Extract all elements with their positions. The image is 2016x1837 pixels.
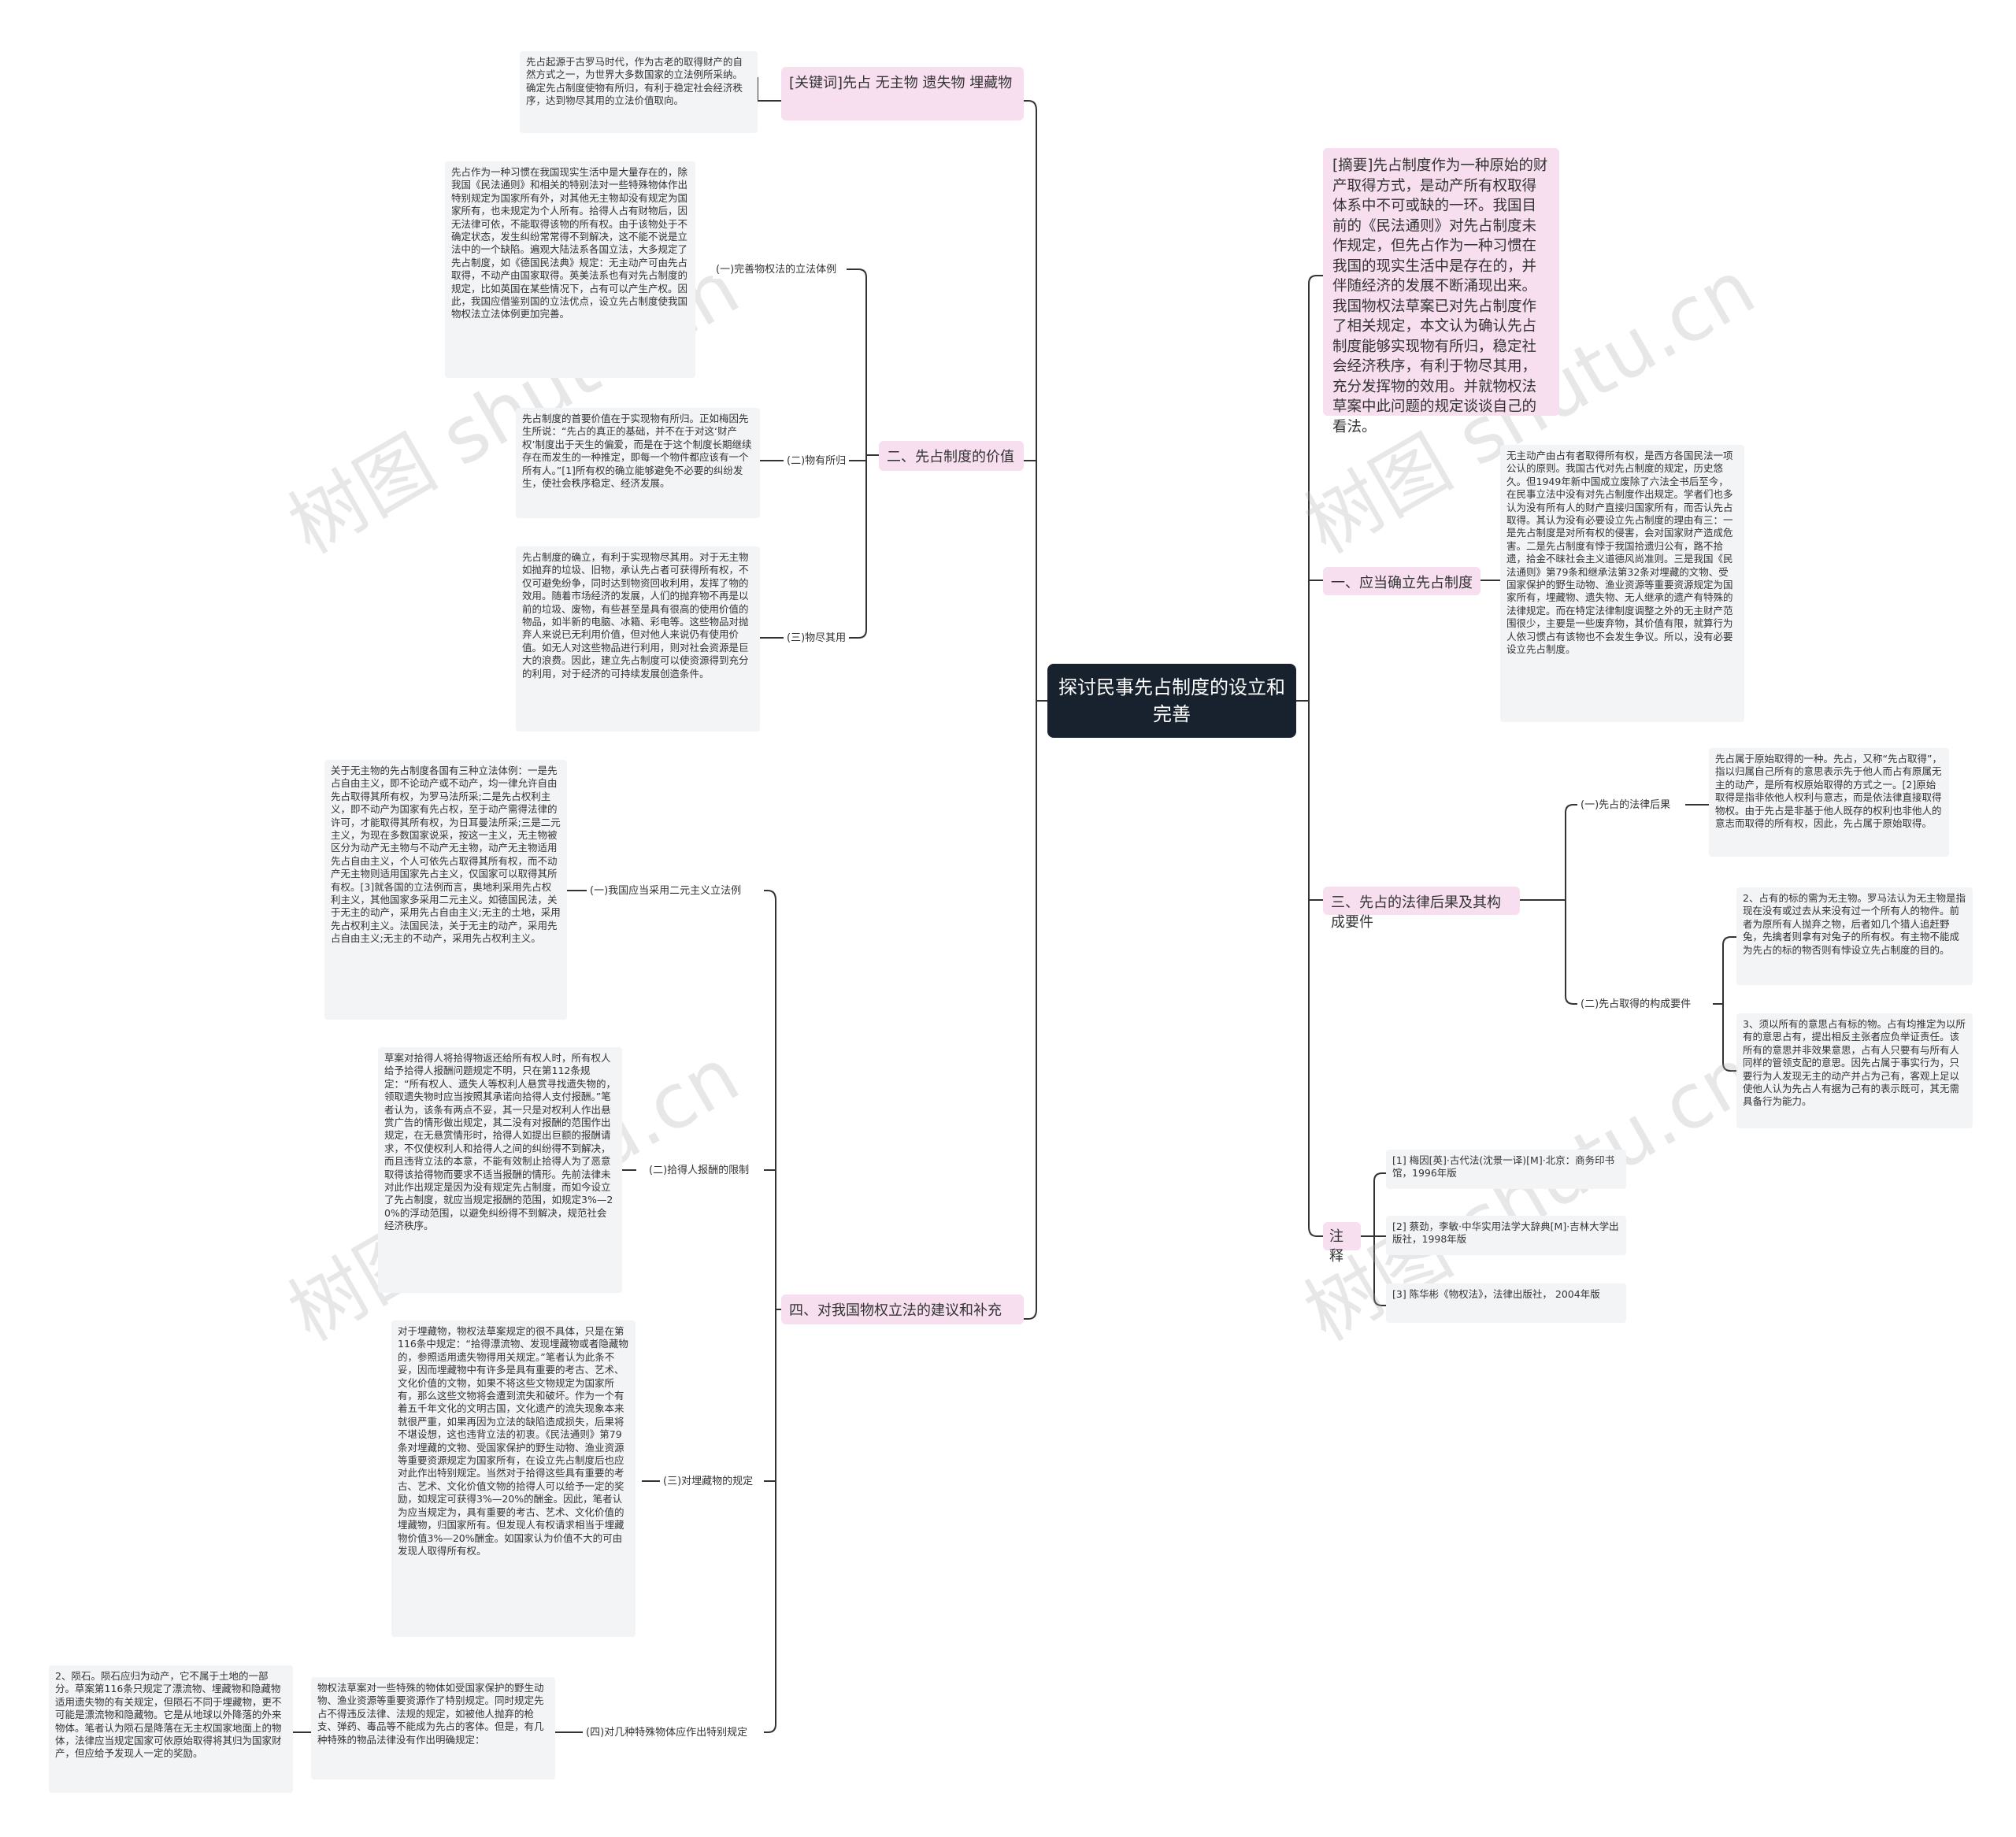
value-sub1-label[interactable]: (一)完善物权法的立法体例 [713,261,840,279]
value-sub3-label[interactable]: (三)物尽其用 [784,630,850,647]
suggest-sub1-label[interactable]: (一)我国应当采用二元主义立法例 [587,883,745,900]
keyword-node[interactable]: [关键词]先占 无主物 遗失物 埋藏物 [781,67,1024,120]
notes-item-1: [1] 梅因[英]·古代法(沈景一译)[M]·北京：商务印书馆，1996年版 [1386,1150,1626,1189]
value-sub3-note: 先占制度的确立，有利于实现物尽其用。对于无主物如抛弃的垃圾、旧物，承认先占者可获… [516,546,760,731]
value-node[interactable]: 二、先占制度的价值 [879,441,1024,471]
suggest-sub4-child-note: 2、陨石。陨石应归为动产，它不属于土地的一部分。草案第116条只规定了漂流物、埋… [49,1665,293,1793]
suggest-sub4-note: 物权法草案对一些特殊的物体如受国家保护的野生动物、渔业资源等重要资源作了特别规定… [311,1677,555,1780]
legal-sub2-label[interactable]: (二)先占取得的构成要件 [1577,996,1695,1013]
suggest-sub4-label[interactable]: (四)对几种特殊物体应作出特别规定 [583,1724,751,1742]
legal-sub2-note2: 3、须以所有的意思占有标的物。占有均推定为以所有的意思占有，提出相反主张者应负举… [1736,1013,1973,1128]
keyword-note: 先占起源于古罗马时代，作为古老的取得财产的自然方式之一，为世界大多数国家的立法例… [520,51,758,133]
establish-node[interactable]: 一、应当确立先占制度 [1323,567,1480,595]
legal-sub1-note: 先占属于原始取得的一种。先占，又称“先占取得”，指以归属自己所有的意思表示先于他… [1709,748,1949,857]
value-sub2-note: 先占制度的首要价值在于实现物有所归。正如梅因先生所说：“先占的真正的基础，并不在… [516,408,760,518]
notes-item-2: [2] 蔡劲，李敏·中华实用法学大辞典[M]·吉林大学出版社，1998年版 [1386,1216,1626,1255]
legal-node[interactable]: 三、先占的法律后果及其构成要件 [1323,887,1520,931]
legal-sub1-label[interactable]: (一)先占的法律后果 [1577,797,1674,814]
establish-note: 无主动产由占有者取得所有权，是西方各国民法一项公认的原则。我国古代对先占制度的规… [1500,445,1744,722]
suggest-sub2-note: 草案对拾得人将拾得物返还给所有权人时，所有权人给予拾得人报酬问题规定不明，只在第… [378,1047,622,1293]
abstract-node[interactable]: [摘要]先占制度作为一种原始的财产取得方式，是动产所有权取得体系中不可或缺的一环… [1323,148,1559,435]
suggest-sub1-note: 关于无主物的先占制度各国有三种立法体例：一是先占自由主义，即不论动产或不动产，均… [324,760,567,1020]
legal-sub2-note1: 2、占有的标的需为无主物。罗马法认为无主物是指现在没有或过去从来没有过一个所有人… [1736,887,1973,985]
suggest-sub2-label[interactable]: (二)拾得人报酬的限制 [646,1162,753,1180]
suggest-sub3-note: 对于埋藏物，物权法草案规定的很不具体，只是在第116条中规定：“拾得漂流物、发现… [391,1320,636,1637]
notes-node[interactable]: 注释 [1323,1222,1361,1265]
root-topic-text: 探讨民事先占制度的设立和完善 [1058,676,1285,725]
value-sub1-note: 先占作为一种习惯在我国现实生活中是大量存在的，除我国《民法通则》和相关的特别法对… [445,161,695,378]
value-sub2-label[interactable]: (二)物有所归 [784,453,850,470]
root-topic[interactable]: 探讨民事先占制度的设立和完善 [1047,664,1296,738]
suggest-sub3-label[interactable]: (三)对埋藏物的规定 [660,1473,757,1491]
suggest-node[interactable]: 四、对我国物权立法的建议和补充 [781,1294,1024,1324]
notes-item-3: [3] 陈华彬《物权法》，法律出版社， 2004年版 [1386,1283,1626,1323]
